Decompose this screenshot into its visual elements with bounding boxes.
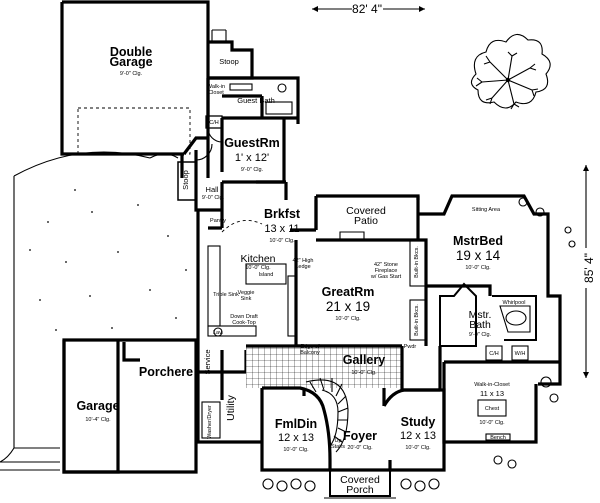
stoop-top-label: Stoop	[219, 57, 239, 66]
ch-label-1: C/H	[209, 120, 219, 126]
overall-width-dimension: 82' 4"	[312, 2, 425, 16]
guestrm-label: GuestRm	[224, 136, 280, 150]
brkfst-dim: 13 x 11	[264, 223, 299, 235]
bench-label: Bench	[490, 435, 506, 441]
foyer-label: Foyer	[343, 429, 377, 443]
lav-label: Lav.	[213, 330, 223, 336]
mstr-bath-label: Mstr.Bath	[469, 309, 492, 331]
greatrm-dim: 21 x 19	[326, 299, 370, 314]
service-side-label: Service	[203, 349, 212, 374]
study-clg: 10'-0" Clg.	[405, 445, 431, 451]
kitchen-label: Kitchen	[240, 253, 275, 265]
whirlpool-label: Whirlpool	[503, 300, 526, 306]
garage-label: Garage	[76, 399, 119, 413]
mstrbed-label: MstrBed	[453, 234, 503, 248]
stoop-side-label: Stoop	[181, 170, 190, 190]
greatrm-clg: 10'-0" Clg.	[335, 316, 361, 322]
brkfst-label: Brkfst	[264, 207, 301, 221]
guest-bath-label: Guest Bath	[237, 96, 275, 105]
fmldin-label: FmlDin	[275, 417, 317, 431]
ch-label-2: C/H	[489, 351, 499, 357]
garage-clg: 10'-4" Clg.	[85, 417, 111, 423]
service-wing: Service ServiceEntry 10'-0" Clg. Utility…	[62, 338, 277, 474]
width-dimension-text: 82' 4"	[352, 2, 382, 16]
depth-dimension-text: 85' 4"	[582, 253, 596, 283]
shrubs-right	[493, 197, 576, 469]
built-in-label-1: Built-in Bkcs.	[414, 246, 420, 278]
kitchen-clg: 10'-0" Clg.	[245, 265, 271, 271]
kitchen-area: Pantry Brkfst 13 x 11 10'-0" Clg. Island…	[196, 180, 318, 350]
walkin-closet-mstr-dim: 11 x 13	[480, 389, 504, 398]
double-garage-clg: 9'-0" Clg.	[120, 71, 143, 77]
guestrm-clg: 9'-0" Clg.	[241, 167, 264, 173]
built-in-label-2: Built-in Bkcs.	[414, 304, 420, 336]
greatrm-label: GreatRm	[322, 285, 375, 299]
porchere-label: Porchere	[139, 365, 193, 379]
overall-depth-dimension: 85' 4"	[582, 165, 596, 378]
walkin-closet-mstr-clg: 10'-0" Clg.	[479, 420, 505, 426]
guestrm-dim: 1' x 12'	[235, 152, 269, 164]
mstrbed-clg: 10'-0" Clg.	[465, 265, 491, 271]
island-label: Island	[259, 272, 274, 278]
stoop-top: Stoop	[208, 29, 254, 80]
brkfst-clg: 10'-0" Clg.	[269, 238, 295, 244]
triple-sink-label: Triple Sink	[213, 292, 239, 298]
mstr-bath-clg: 9'-0" Clg.	[469, 332, 492, 338]
master-wing: Sitting Area MstrBed 19 x 14 10'-0" Clg.…	[418, 194, 562, 444]
hall-label: Hall	[206, 185, 219, 194]
walkin-closet-mstr-label: Walk-in-Closet	[474, 382, 510, 388]
gallery-clg: 10'-0" Clg.	[351, 370, 377, 376]
utility-label: Utility	[225, 394, 237, 420]
foyer-clg: 20'-0" Clg.	[347, 445, 373, 451]
tree-icon	[470, 33, 551, 110]
study-dim: 12 x 13	[400, 430, 436, 442]
washer-dryer-label: Washer/Dryer	[207, 405, 213, 439]
fmldin-dim: 12 x 13	[278, 432, 314, 444]
gallery-label: Gallery	[343, 353, 385, 367]
chest-label: Chest	[485, 406, 500, 412]
sitting-area-label: Sitting Area	[472, 207, 501, 213]
fmldin-clg: 10'-0" Clg.	[283, 447, 309, 453]
mstrbed-dim: 19 x 14	[456, 248, 501, 263]
study-label: Study	[401, 415, 436, 429]
hall-clg: 9'-0" Clg.	[202, 195, 225, 201]
stoop-side-and-hall: Stoop Hall 9'-0" Clg.	[177, 143, 225, 212]
pantry-label: Pantry	[210, 218, 226, 224]
wh-label: W/H	[515, 351, 526, 357]
powder-label: Pwdr	[404, 344, 417, 350]
